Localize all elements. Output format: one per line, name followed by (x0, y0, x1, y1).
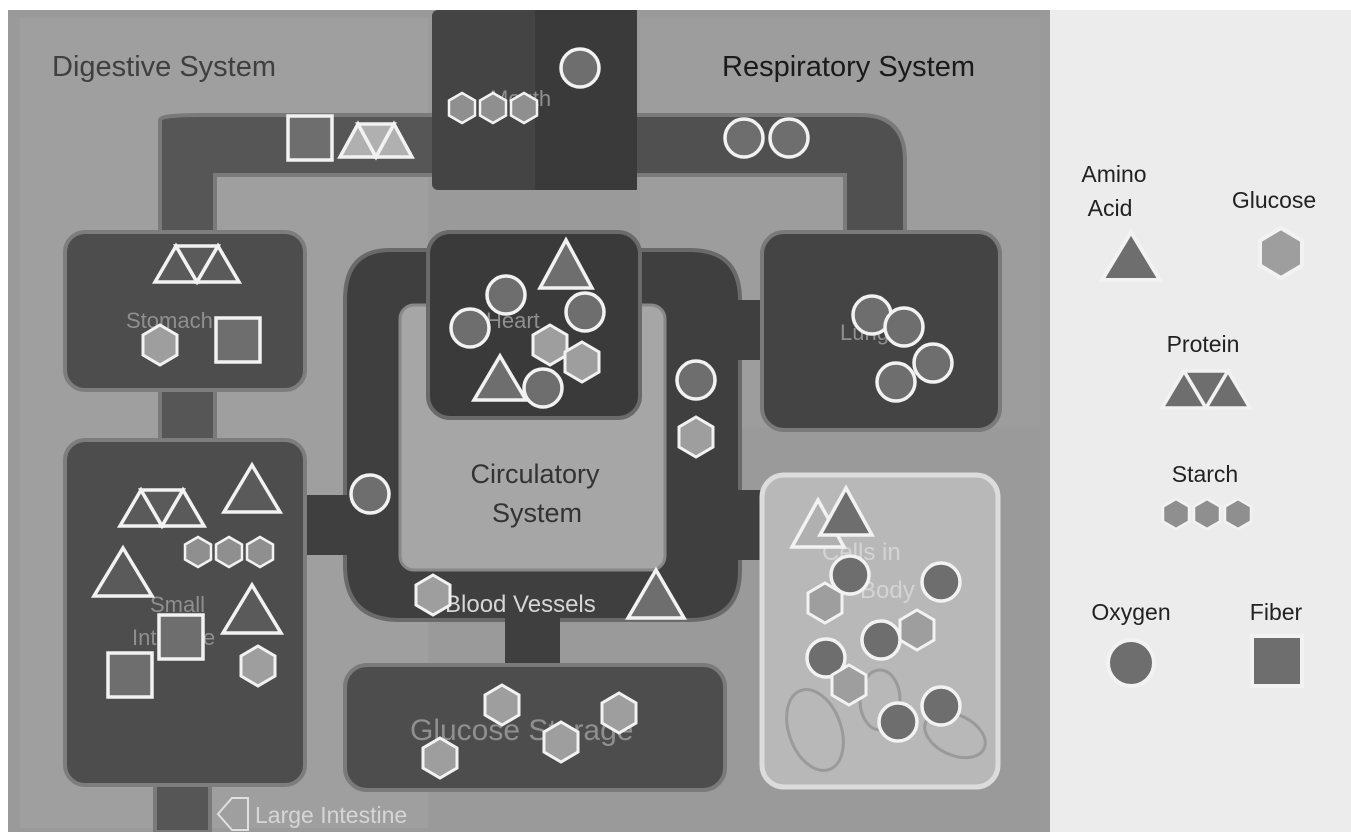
fiber-molecule (214, 316, 262, 364)
protein-legend-icon (1158, 367, 1254, 412)
oxygen-molecule (522, 367, 564, 409)
glucose-molecule (531, 323, 569, 367)
protein-molecule (373, 120, 415, 159)
vessel-to-glucose-storage (505, 610, 560, 680)
oxygen-molecule (449, 307, 491, 349)
oxygen-molecule (723, 117, 765, 159)
amino-acid-legend-icon (1098, 228, 1164, 282)
protein-molecule (158, 486, 208, 528)
oxygen-molecule (920, 685, 962, 727)
oxygen-molecule (912, 342, 954, 384)
starch-molecule (214, 535, 244, 569)
legend-fiber-label: Fiber (1250, 599, 1303, 625)
legend: Amino Acid Glucose Protein Starch Oxygen… (1081, 161, 1316, 688)
amino-acid-molecule (470, 352, 530, 402)
legend-protein-label: Protein (1167, 331, 1240, 357)
fiber-molecule (286, 114, 334, 162)
glucose-molecule (414, 573, 452, 617)
fiber-molecule (157, 613, 205, 661)
amino-acid-molecule (624, 566, 688, 620)
respiratory-system-label: Respiratory System (722, 51, 975, 83)
oxygen-molecule (877, 701, 919, 743)
mouth-shade (535, 10, 637, 190)
oxygen-molecule (920, 561, 962, 603)
starch-legend-icon (1161, 497, 1253, 531)
legend-glucose-label: Glucose (1232, 187, 1316, 213)
oxygen-molecule (485, 274, 527, 316)
circulatory-system-label-2: System (492, 498, 582, 528)
glucose-molecule (830, 663, 868, 707)
glucose-molecule (677, 415, 715, 459)
small-intestine-label-1: Small (150, 592, 205, 617)
large-intestine-arrow-icon (216, 797, 249, 831)
glucose-molecule (563, 340, 601, 384)
cells-in-body-molecules (789, 484, 962, 743)
glucose-legend-icon (1258, 225, 1304, 281)
oxygen-molecule (860, 619, 902, 661)
starch-molecule (509, 91, 539, 125)
legend-amino-acid-label-2: Acid (1088, 195, 1133, 221)
oxygen-legend-icon (1106, 638, 1156, 688)
protein-molecule (193, 242, 243, 284)
legend-oxygen-label: Oxygen (1091, 599, 1170, 625)
starch-molecule (183, 535, 213, 569)
fiber-molecule (106, 651, 154, 699)
heart-molecules (449, 236, 606, 409)
starch-molecule (245, 535, 275, 569)
mouth-molecules (286, 47, 601, 162)
glucose-molecule (898, 608, 936, 652)
vessel-to-small-intestine (290, 495, 360, 555)
amino-acid-molecule (219, 581, 285, 635)
amino-acid-molecule (817, 484, 875, 537)
large-intestine-label: Large Intestine (255, 802, 407, 828)
amino-acid-molecule (537, 236, 595, 290)
oxygen-molecule (349, 473, 391, 515)
legend-amino-acid-label-1: Amino (1081, 161, 1146, 187)
legend-starch-label: Starch (1172, 461, 1238, 487)
starch-molecule (447, 91, 477, 125)
circulatory-system-label-1: Circulatory (470, 459, 600, 489)
amino-acid-molecule (220, 461, 284, 514)
glucose-molecule (483, 683, 521, 727)
amino-acid-molecule (90, 544, 156, 598)
glucose-molecule (806, 581, 844, 625)
glucose-molecule (542, 720, 580, 764)
digestive-system-label: Digestive System (52, 51, 276, 83)
blood-vessels-label: Blood Vessels (445, 591, 596, 618)
stomach-molecules (141, 242, 262, 367)
oxygen-molecule (883, 306, 925, 348)
oxygen-molecule (768, 117, 810, 159)
oxygen-molecule (675, 359, 717, 401)
glucose-molecule (600, 691, 638, 735)
glucose-molecule (141, 323, 179, 367)
oxygen-molecule (559, 47, 601, 89)
legend-panel (1050, 10, 1351, 832)
glucose-molecule (239, 644, 277, 688)
fiber-legend-icon (1250, 634, 1304, 688)
starch-molecule (478, 91, 508, 125)
glucose-molecule (421, 736, 459, 780)
oxygen-molecule (564, 291, 606, 333)
oxygen-molecule (875, 361, 917, 403)
small-intestine-molecules (90, 461, 285, 699)
